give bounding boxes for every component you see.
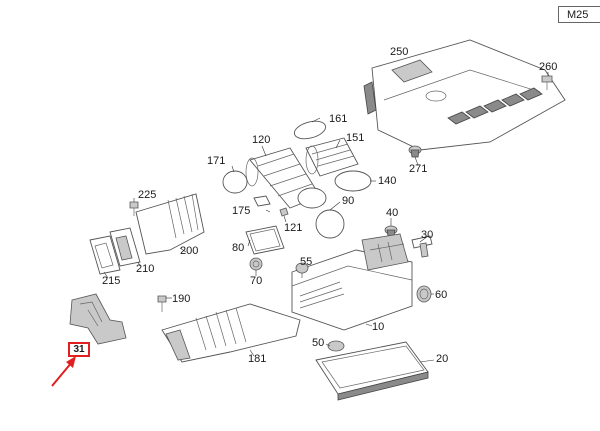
- label-210: 210: [136, 263, 154, 275]
- label-225: 225: [138, 189, 156, 201]
- label-60: 60: [435, 289, 447, 301]
- label-90: 90: [342, 195, 354, 207]
- label-70: 70: [250, 275, 262, 287]
- part-225-screw[interactable]: [129, 201, 139, 216]
- part-80-gasket[interactable]: [245, 225, 285, 255]
- part-175-pad[interactable]: [253, 195, 271, 207]
- part-171-seal-ring[interactable]: [222, 170, 248, 194]
- label-50: 50: [312, 337, 324, 349]
- highlighted-part-31-label[interactable]: 31: [68, 342, 90, 357]
- part-60-seal[interactable]: [416, 285, 432, 303]
- label-120: 120: [252, 134, 270, 146]
- part-121-clip[interactable]: [279, 207, 289, 217]
- label-171: 171: [207, 155, 225, 167]
- label-215: 215: [102, 275, 120, 287]
- label-175: 175: [232, 205, 250, 217]
- part-10-air-filter-housing[interactable]: [291, 233, 413, 331]
- diagram-code-box: M25: [558, 6, 600, 23]
- leader-lines: [103, 72, 549, 363]
- part-120-intake-duct[interactable]: [245, 147, 327, 209]
- part-260-bolt[interactable]: [541, 75, 553, 90]
- part-30-sensor[interactable]: [411, 235, 433, 258]
- part-210-bracket[interactable]: [109, 227, 141, 267]
- label-10: 10: [372, 321, 384, 333]
- label-250: 250: [390, 46, 408, 58]
- part-190-screw[interactable]: [157, 295, 167, 312]
- part-70-plug[interactable]: [249, 257, 263, 271]
- label-151: 151: [346, 132, 364, 144]
- label-260: 260: [539, 61, 557, 73]
- label-40: 40: [386, 207, 398, 219]
- label-161: 161: [329, 113, 347, 125]
- label-30: 30: [421, 229, 433, 241]
- part-250-engine-cover[interactable]: [363, 39, 566, 151]
- part-161-seal-ring[interactable]: [292, 118, 327, 142]
- part-90-seal-ring[interactable]: [315, 209, 345, 239]
- label-271: 271: [409, 163, 427, 175]
- part-200-air-snorkel[interactable]: [135, 193, 205, 255]
- part-31-heat-shield[interactable]: [69, 293, 127, 345]
- part-140-seal-ring[interactable]: [334, 170, 372, 192]
- label-190: 190: [172, 293, 190, 305]
- label-31: 31: [73, 344, 85, 355]
- diagram-code-label: M25: [567, 9, 589, 21]
- label-80: 80: [232, 242, 244, 254]
- label-200: 200: [180, 245, 198, 257]
- part-50-plug[interactable]: [327, 340, 345, 352]
- part-151-intake-hose[interactable]: [305, 137, 359, 177]
- label-181: 181: [248, 353, 266, 365]
- part-20-filter-element[interactable]: [315, 341, 429, 401]
- part-271-grommet[interactable]: [408, 145, 422, 158]
- label-20: 20: [436, 353, 448, 365]
- highlight-arrow: [51, 356, 76, 387]
- part-215-frame[interactable]: [89, 235, 121, 275]
- label-121: 121: [284, 222, 302, 234]
- part-181-lower-duct[interactable]: [161, 303, 301, 363]
- label-55: 55: [300, 256, 312, 268]
- label-140: 140: [378, 175, 396, 187]
